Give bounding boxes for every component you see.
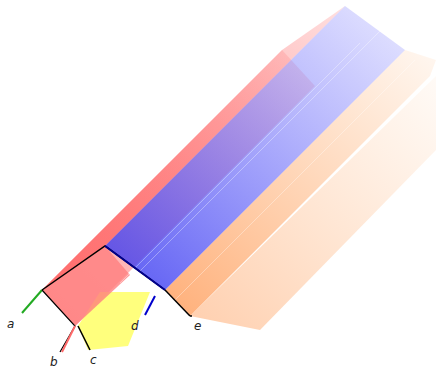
b-edge [42, 290, 75, 352]
edge-label: d [131, 320, 139, 332]
edge-label: c [90, 354, 97, 366]
edge-label: b [50, 356, 58, 368]
front-edge [42, 246, 165, 290]
blue-face [105, 6, 405, 290]
c-edge [78, 326, 90, 350]
front-edge [165, 290, 190, 316]
b-edge [62, 326, 75, 352]
red-front [42, 246, 130, 326]
a-edge [22, 290, 42, 313]
edge-label: a [7, 318, 14, 330]
edge-label: e [194, 320, 201, 332]
blue-edge [105, 246, 165, 290]
d-edge [145, 296, 155, 315]
